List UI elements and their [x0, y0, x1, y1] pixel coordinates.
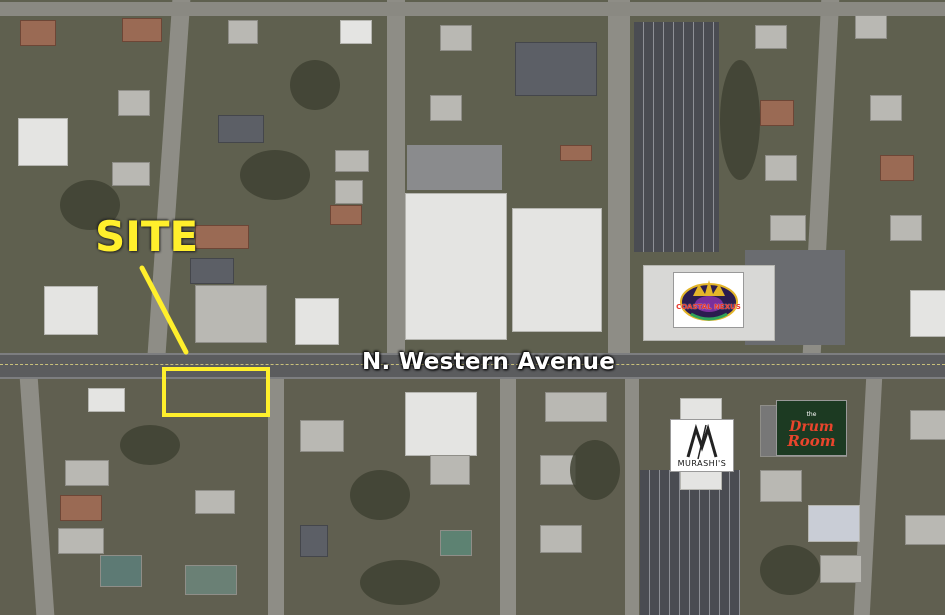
- house: [218, 115, 264, 143]
- murashi-logo: MURASHI'S: [670, 419, 734, 472]
- house: [340, 20, 372, 44]
- east-building: [910, 290, 945, 337]
- house: [760, 470, 802, 502]
- avenue-centerline: [0, 364, 945, 365]
- house: [905, 515, 945, 545]
- house: [820, 555, 862, 583]
- coastal-logo: COASTAL NEXUS: [673, 272, 744, 328]
- drum-room-logo: the Drum Room: [776, 400, 847, 456]
- house: [890, 215, 922, 241]
- house: [195, 490, 235, 514]
- street-v2-south: [268, 377, 284, 615]
- house: [560, 145, 592, 161]
- drum-room-line2: Room: [787, 431, 836, 450]
- stylized-m-icon: [686, 423, 718, 460]
- street-top: [0, 2, 945, 16]
- house: [770, 215, 806, 241]
- tree-cluster: [720, 60, 760, 180]
- house: [100, 555, 142, 587]
- tree-cluster: [760, 545, 820, 595]
- house: [540, 525, 582, 553]
- tree-cluster: [350, 470, 410, 520]
- drum-room-line1: Drum: [789, 418, 834, 435]
- house: [430, 95, 462, 121]
- house: [122, 18, 162, 42]
- house: [300, 525, 328, 557]
- house: [880, 155, 914, 181]
- house: [440, 25, 472, 51]
- house: [190, 258, 234, 284]
- house: [58, 528, 104, 554]
- drum-room-small-text: the: [806, 410, 817, 418]
- tree-cluster: [120, 425, 180, 465]
- south-building-1: [88, 388, 125, 412]
- south-building-2: [405, 392, 477, 456]
- street-v2-north: [387, 0, 405, 353]
- house: [20, 20, 56, 46]
- street-v4-north: [608, 0, 630, 353]
- church-building: [515, 42, 597, 96]
- south-building-4: [808, 505, 860, 542]
- house: [228, 20, 258, 44]
- house: [300, 420, 344, 452]
- house: [430, 455, 470, 485]
- street-label: N. Western Avenue: [362, 349, 616, 375]
- house: [195, 225, 249, 249]
- site-north-building: [195, 285, 267, 343]
- coastal-logo-text: COASTAL NEXUS: [676, 303, 741, 311]
- large-building-1: [405, 193, 507, 340]
- south-building-5: [910, 410, 945, 440]
- house: [855, 15, 887, 39]
- house: [185, 565, 237, 595]
- parking-lot-center: [407, 145, 502, 190]
- large-building-2: [512, 208, 602, 332]
- site-highlight-box: [162, 367, 270, 417]
- parking-lot-north: [634, 22, 719, 252]
- house: [118, 90, 150, 116]
- street-v3-south: [500, 377, 516, 615]
- site-label: SITE: [95, 212, 199, 261]
- tree-cluster: [60, 180, 120, 230]
- parking-lot-south: [640, 470, 740, 615]
- south-building-3: [545, 392, 607, 422]
- house: [755, 25, 787, 49]
- house: [60, 495, 102, 521]
- house: [870, 95, 902, 121]
- tree-cluster: [290, 60, 340, 110]
- house: [112, 162, 150, 186]
- house: [330, 205, 362, 225]
- coastal-crown-emblem-icon: [679, 280, 738, 321]
- house: [65, 460, 109, 486]
- west-building-2: [18, 118, 68, 166]
- street-v4-south: [625, 377, 639, 615]
- western-avenue-road: [0, 353, 945, 379]
- tree-cluster: [570, 440, 620, 500]
- house: [765, 155, 797, 181]
- tree-cluster: [240, 150, 310, 200]
- house: [335, 150, 369, 172]
- tree-cluster: [360, 560, 440, 605]
- house: [760, 100, 794, 126]
- murashi-logo-text: MURASHI'S: [677, 459, 727, 468]
- house: [335, 180, 363, 204]
- house: [440, 530, 472, 556]
- west-building-1: [44, 286, 98, 335]
- small-commercial-1: [295, 298, 339, 345]
